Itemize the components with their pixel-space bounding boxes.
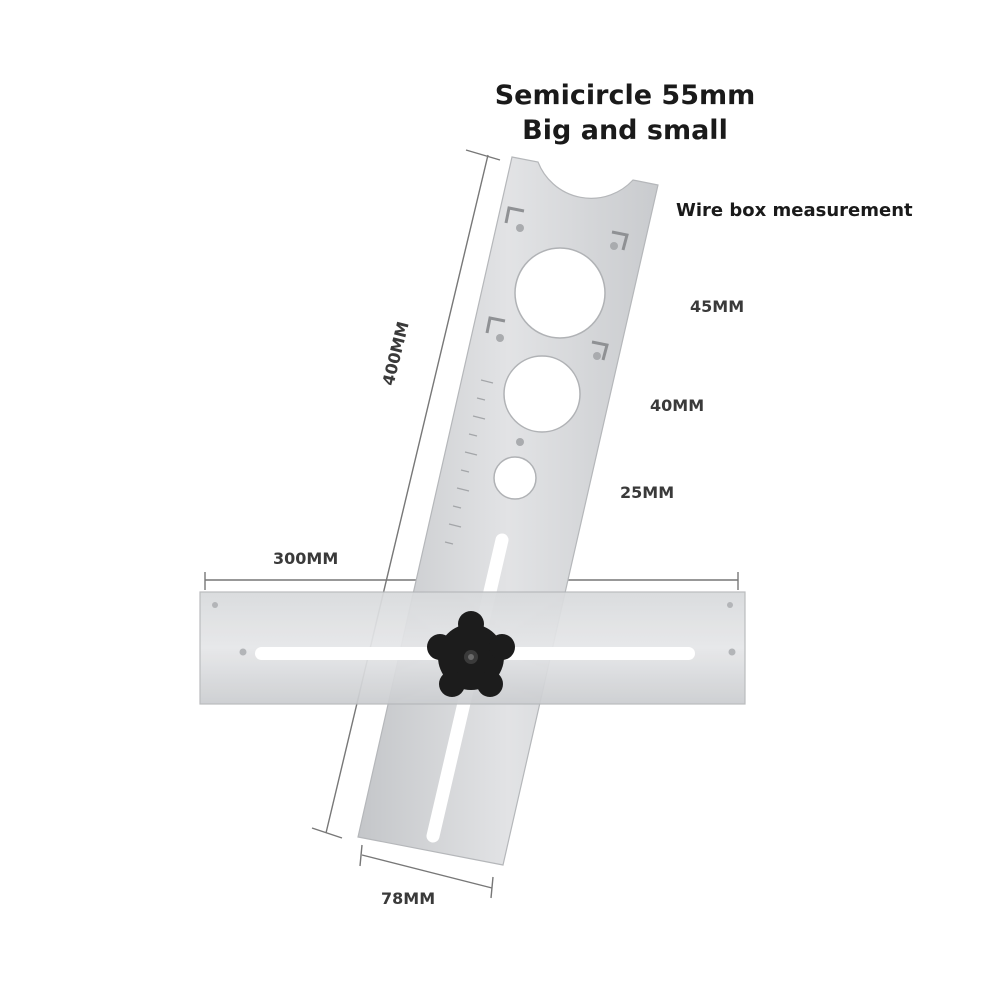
- knob-icon: [427, 611, 515, 697]
- hole-25mm: [493, 456, 537, 500]
- title-line-1: Semicircle 55mm: [494, 80, 756, 111]
- callout-wire-box: Wire box measurement: [676, 200, 913, 221]
- title-line-2: Big and small: [522, 115, 728, 146]
- dimension-line-78: [359, 844, 494, 899]
- scale-ticks: [444, 379, 494, 545]
- dimension-label-300: 300MM: [273, 549, 339, 568]
- dimension-line-400: [311, 149, 501, 839]
- callout-hole-40: 40MM: [650, 396, 705, 415]
- callout-hole-45: 45MM: [690, 297, 745, 316]
- hole-40mm: [503, 355, 581, 433]
- hole-45mm: [514, 247, 606, 339]
- dimension-label-78: 78MM: [381, 889, 436, 908]
- callout-hole-25: 25MM: [620, 483, 675, 502]
